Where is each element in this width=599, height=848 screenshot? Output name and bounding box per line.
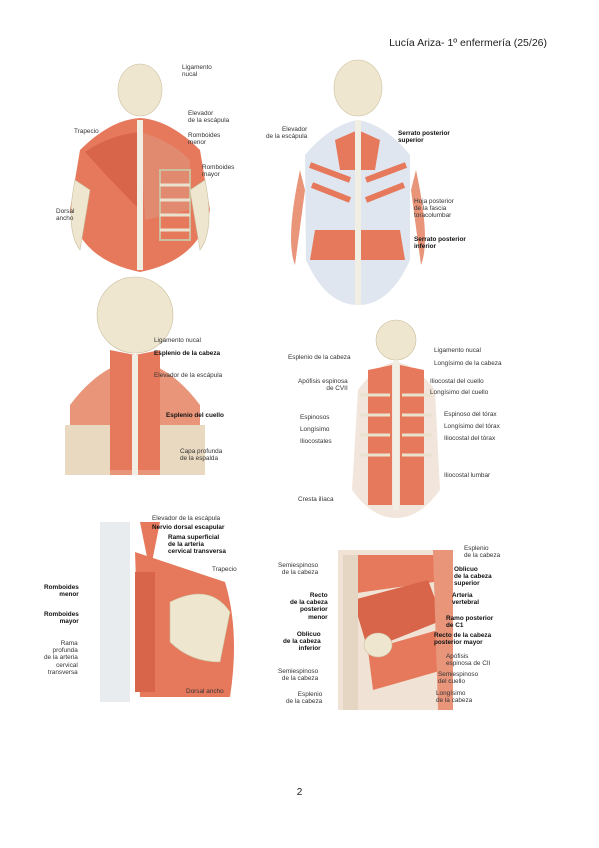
label-longisimo-torax: Longísimo del tórax [444, 423, 500, 430]
label-ramo-posterior: Ramo posterior de C1 [446, 615, 494, 630]
figure-erector-spinae-illustration [352, 319, 440, 518]
figure-superficial-back-illustration [70, 63, 210, 272]
label-esplenio-cuello: Esplenio del cuello [166, 412, 224, 419]
label-espinosos: Espinosos [300, 414, 330, 421]
figure-suboccipital: Semiespinoso de la cabeza Esplenio de la… [278, 540, 533, 715]
label-oblicuo-inferior: Oblicuo de la cabeza inferior [283, 631, 321, 653]
page-number: 2 [296, 787, 303, 798]
label-esplenio-cabeza-top: Esplenio de la cabeza [464, 545, 501, 560]
label-trapecio: Trapecio [212, 566, 237, 573]
label-semiespinoso-cuello: Semiespinoso del cuello [438, 671, 479, 686]
label-iliocostal-cuello: Iliocostal del cuello [430, 378, 484, 385]
figure-erector-spinae: Esplenio de la cabeza Ligamento nucal Lo… [280, 319, 530, 520]
label-cresta-iliaca: Cresta ilíaca [298, 496, 334, 503]
label-rama-superficial: Rama superficial de la arteria cervical … [168, 534, 226, 556]
label-elevador: Elevador de la escápula [188, 110, 230, 125]
label-apofisis-cvii: Apófisis espinosa de CVII [298, 378, 348, 393]
label-esplenio-cabeza: Esplenio de la cabeza [288, 354, 351, 361]
label-recto-menor: Recto de la cabeza posterior menor [290, 592, 328, 621]
label-semiespinoso-cabeza-top: Semiespinoso de la cabeza [278, 562, 319, 577]
label-apofisis-cii: Apófisis espinosa de CII [446, 653, 491, 668]
label-romboides-mayor: Romboides mayor [202, 164, 235, 179]
label-capa-profunda: Capa profunda de la espalda [180, 448, 223, 463]
label-iliocostal-torax: Iliocostal del tórax [444, 435, 496, 442]
figure-rhomboid-deep: Elevador de la escápula Nervio dorsal es… [40, 512, 250, 712]
figure-suboccipital-illustration [338, 550, 453, 710]
figure-superficial-back: Ligamento nucal Elevador de la escápula … [50, 60, 245, 275]
label-ligamento-nucal: Ligamento nucal [434, 347, 481, 354]
label-rama-profunda: Rama profunda de la arteria cervical tra… [44, 640, 78, 676]
label-dorsal-ancho: Dorsal ancho [56, 208, 75, 223]
label-espinoso-torax: Espinoso del tórax [444, 411, 497, 418]
label-longisimo: Longísimo [300, 426, 330, 433]
label-arteria-vertebral: Arteria vertebral [452, 592, 479, 607]
label-nervio-dorsal: Nervio dorsal escapular [152, 524, 225, 531]
label-elevador: Elevador de la escápula [152, 515, 221, 522]
figure-serratus-illustration [291, 59, 425, 305]
label-hoja-fascia: Hoja posterior de la fascia toracolumbar [414, 198, 454, 220]
label-longisimo-cabeza: Longísimo de la cabeza [436, 690, 473, 705]
figure-splenius-illustration [65, 276, 205, 475]
label-serrato-inferior: Serrato posterior inferior [414, 236, 466, 251]
label-trapecio: Trapecio [74, 128, 99, 135]
label-elevador: Elevador de la escápula [266, 126, 308, 141]
label-romboides-mayor: Romboides mayor [44, 611, 79, 626]
label-ligamento-nucal: Ligamento nucal [182, 64, 212, 79]
label-dorsal-ancho: Dorsal ancho [186, 688, 224, 695]
label-longisimo-cuello: Longísimo del cuello [430, 389, 489, 396]
label-elevador: Elevador de la escápula [154, 372, 223, 379]
label-romboides-menor: Romboides menor [188, 132, 221, 147]
label-semiespinoso-cabeza-bottom: Semiespinoso de la cabeza [278, 668, 319, 683]
figure-rhomboid-deep-illustration [100, 522, 234, 702]
figure-serratus: Elevador de la escápula Serrato posterio… [260, 59, 510, 310]
label-esplenio-cabeza: Esplenio de la cabeza [154, 350, 221, 357]
label-recto-mayor: Recto de la cabeza posterior mayor [434, 632, 492, 647]
label-oblicuo-superior: Oblicuo de la cabeza superior [454, 566, 492, 588]
label-ligamento-nucal: Ligamento nucal [154, 337, 201, 344]
page-header: Lucía Ariza- 1º enfermería (25/26) [389, 37, 547, 49]
label-serrato-superior: Serrato posterior superior [398, 130, 450, 145]
label-romboides-menor: Romboides menor [44, 584, 79, 599]
label-iliocostales: Iliocostales [300, 438, 332, 445]
label-longisimo-cabeza: Longísimo de la cabeza [434, 360, 502, 367]
label-esplenio-cabeza-bottom: Esplenio de la cabeza [286, 691, 323, 706]
figure-splenius: Ligamento nucal Esplenio de la cabeza El… [50, 275, 265, 490]
label-iliocostal-lumbar: Iliocostal lumbar [444, 472, 491, 479]
